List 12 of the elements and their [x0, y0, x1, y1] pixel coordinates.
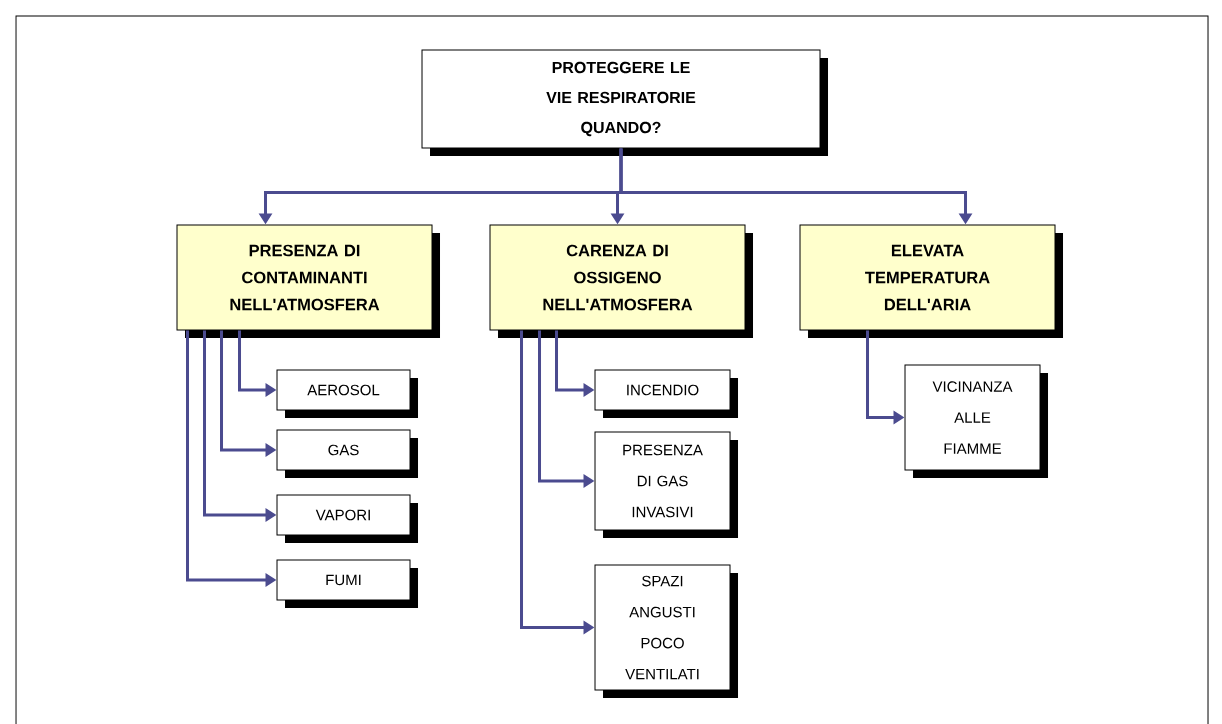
category-box: CARENZA DI OSSIGENO NELL'ATMOSFERA [489, 224, 753, 338]
item-box: GAS [276, 429, 418, 478]
item-box: VAPORI [276, 494, 418, 543]
item-box: PRESENZA DI GAS INVASIVI [594, 431, 738, 538]
item-box: VICINANZA ALLE FIAMME [904, 364, 1048, 478]
title-box: PROTEGGERE LE VIE RESPIRATORIE QUANDO? [421, 49, 828, 156]
item-box: INCENDIO [594, 369, 738, 418]
item-box: AEROSOL [276, 369, 418, 418]
category-box: ELEVATA TEMPERATURA DELL'ARIA [799, 224, 1063, 338]
category-box: PRESENZA DI CONTAMINANTI NELL'ATMOSFERA [176, 224, 440, 338]
item-box: FUMI [276, 559, 418, 608]
item-box: SPAZI ANGUSTI POCO VENTILATI [594, 564, 738, 698]
